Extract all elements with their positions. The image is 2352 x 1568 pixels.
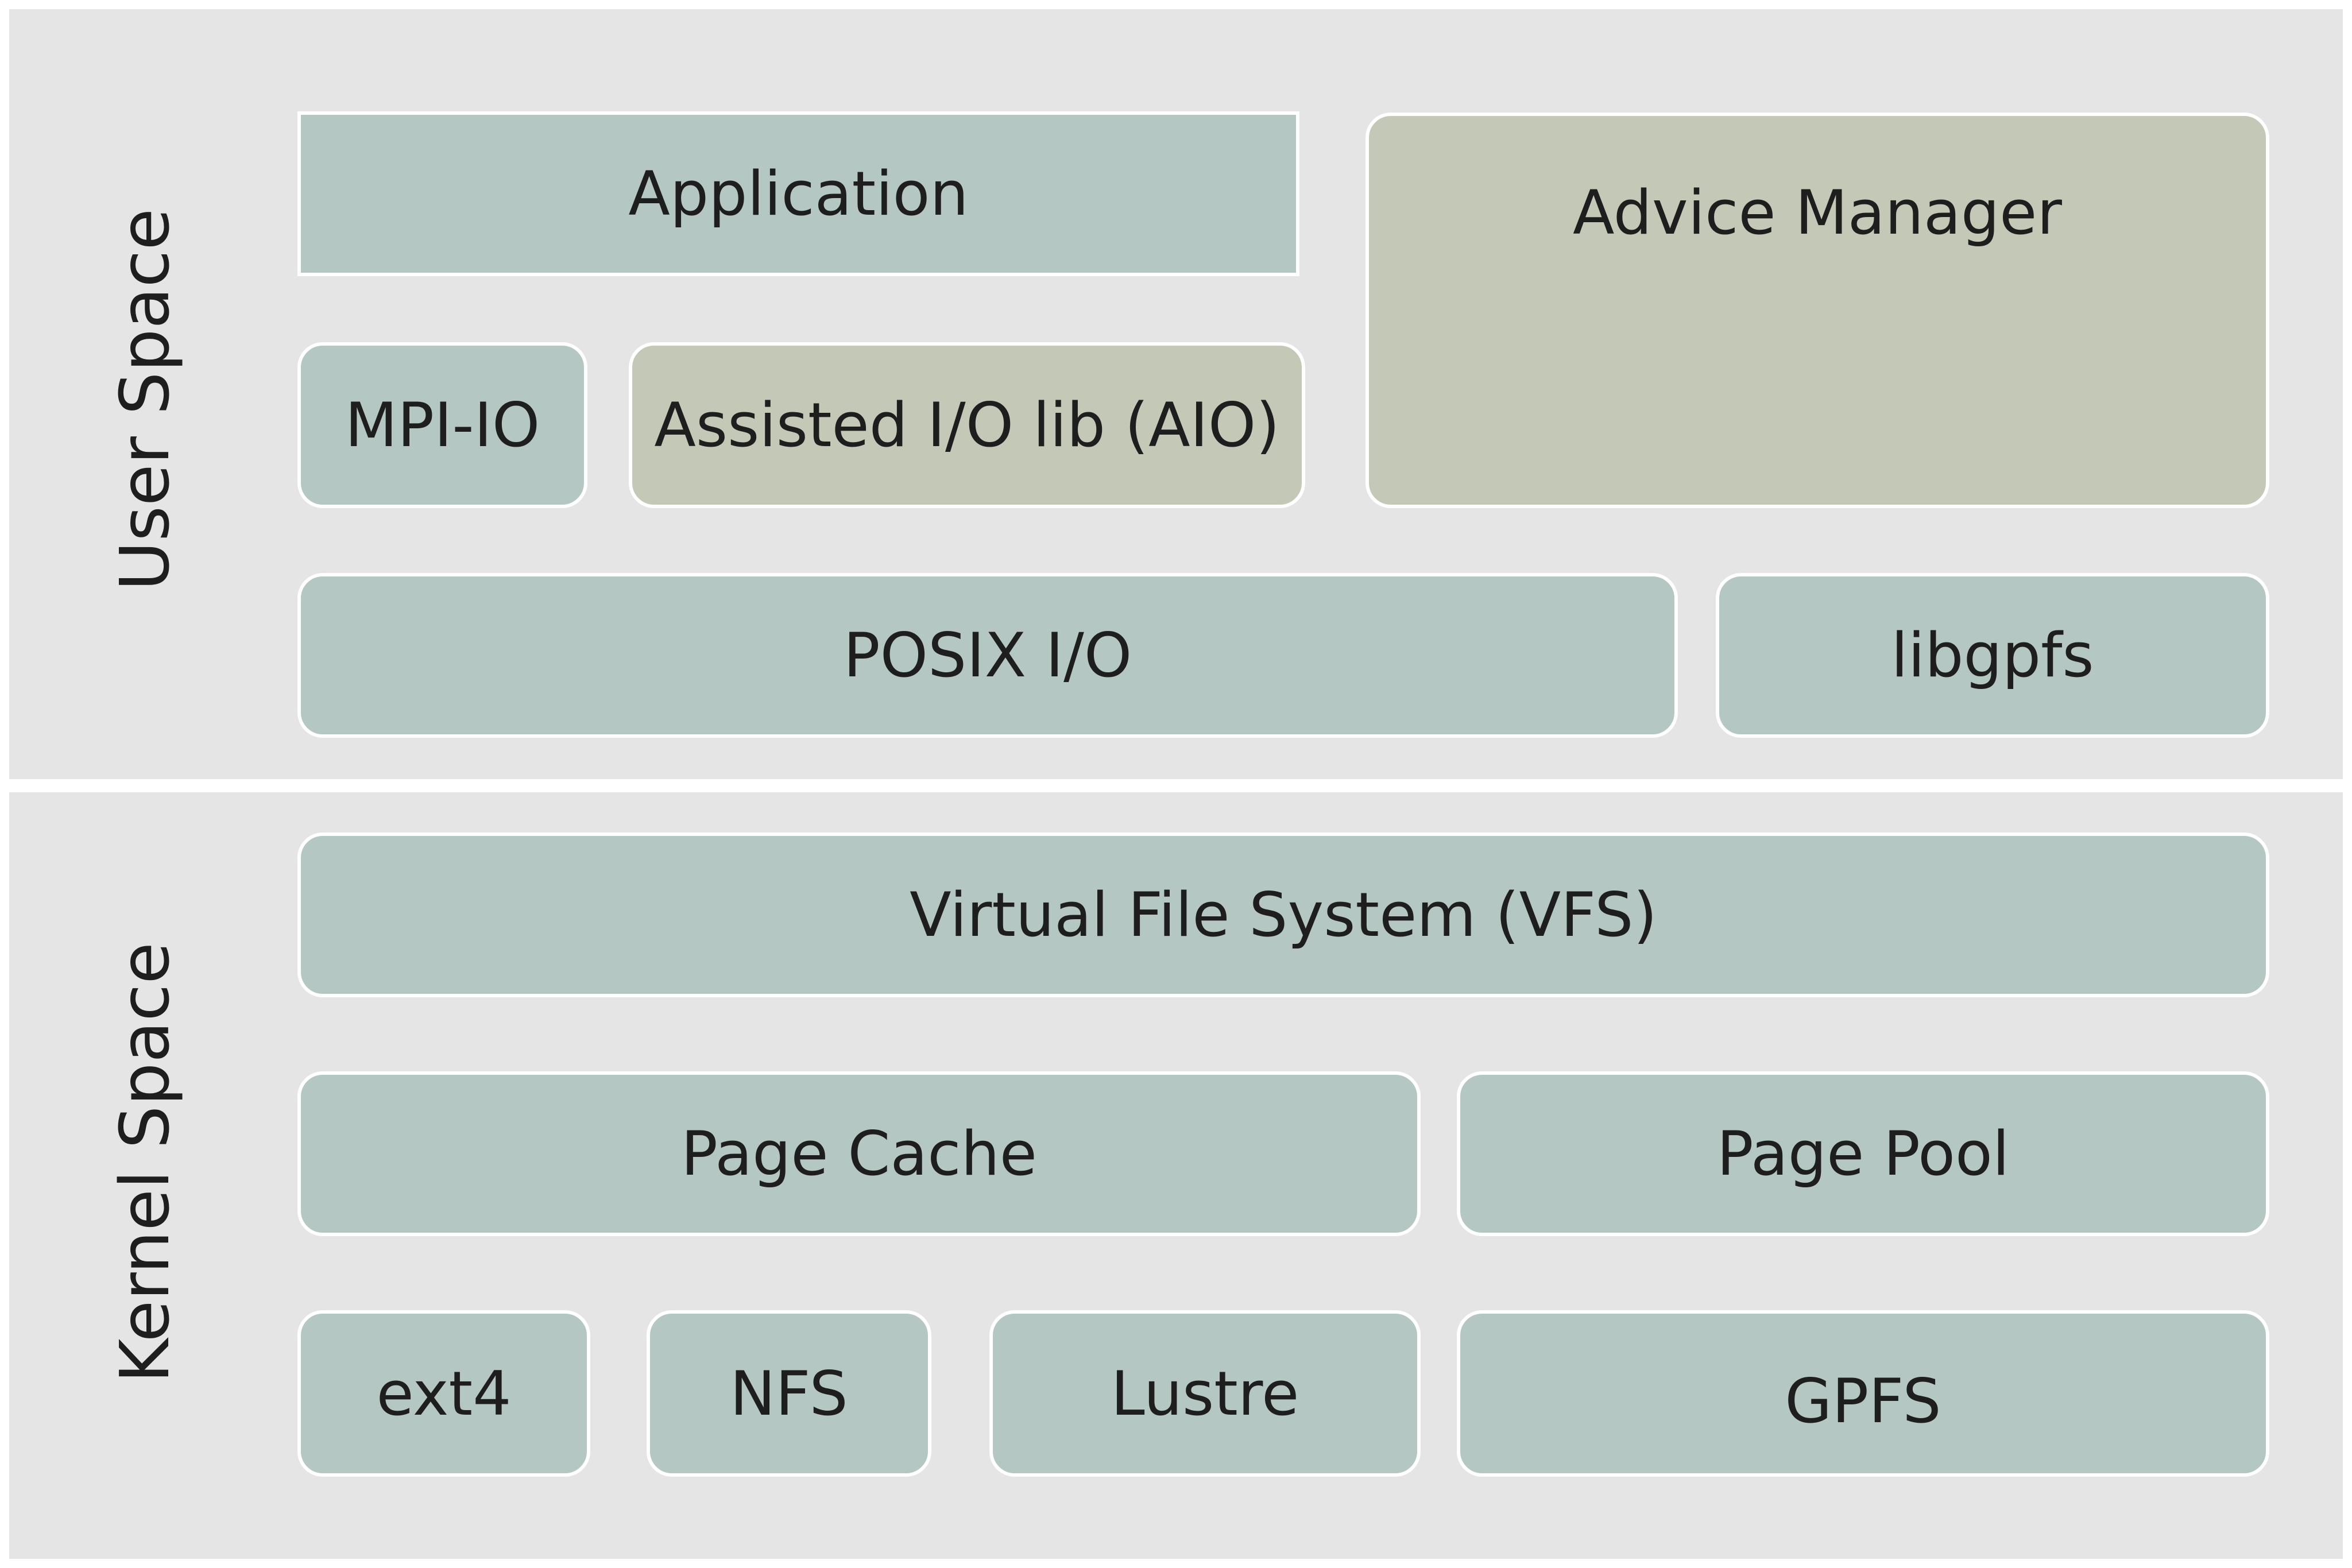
posix-io-box: POSIX I/O bbox=[297, 573, 1678, 738]
assisted-io-lib-box: Assisted I/O lib (AIO) bbox=[629, 342, 1305, 508]
user-space-label: User Space bbox=[105, 208, 184, 591]
vfs-box: Virtual File System (VFS) bbox=[297, 833, 2269, 997]
advice-manager-box: Advice Manager bbox=[1365, 113, 2269, 508]
nfs-box: NFS bbox=[647, 1310, 931, 1477]
page-cache-box: Page Cache bbox=[297, 1071, 1421, 1236]
libgpfs-box: libgpfs bbox=[1716, 573, 2269, 738]
application-box: Application bbox=[297, 111, 1299, 276]
kernel-space-label: Kernel Space bbox=[105, 942, 184, 1383]
lustre-box: Lustre bbox=[989, 1310, 1421, 1477]
ext4-box: ext4 bbox=[297, 1310, 590, 1477]
mpi-io-box: MPI-IO bbox=[297, 342, 587, 508]
page-pool-box: Page Pool bbox=[1457, 1071, 2269, 1236]
gpfs-box: GPFS bbox=[1457, 1310, 2269, 1477]
